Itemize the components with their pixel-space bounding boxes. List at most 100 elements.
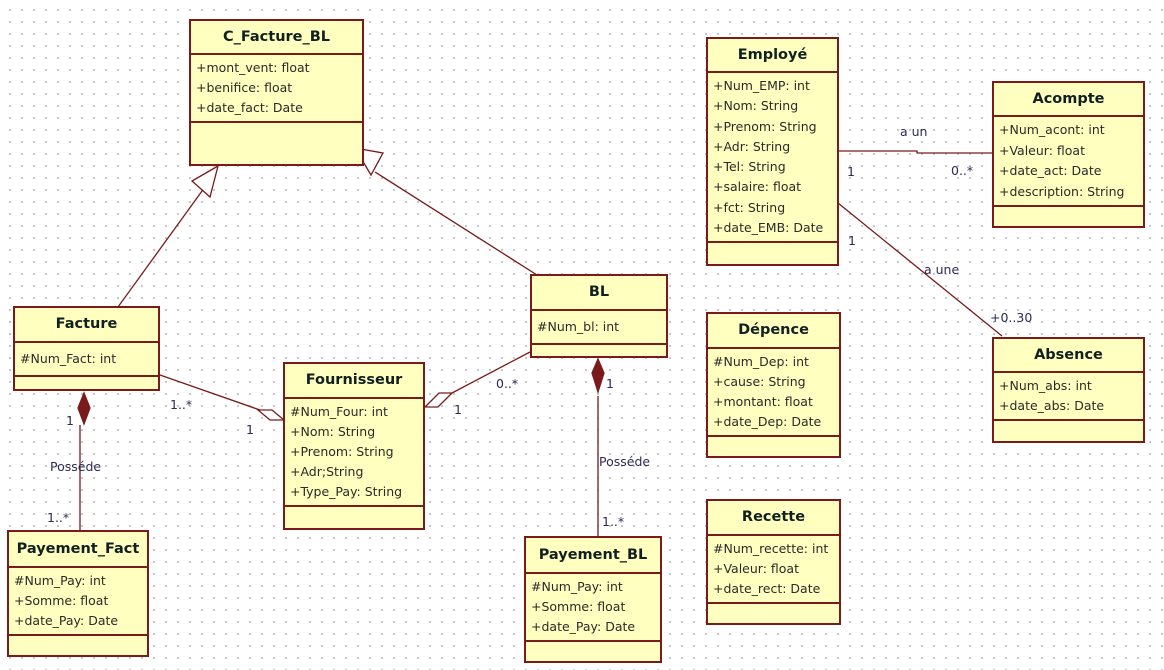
class-attributes: +Num_acont: int +Valeur: float +date_act… <box>994 117 1143 207</box>
attribute: +fct: String <box>713 199 786 215</box>
class-name: Employé <box>708 39 837 73</box>
class-attributes: +Num_abs: int +date_abs: Date <box>994 373 1143 421</box>
class-operations <box>9 636 147 652</box>
class-recette[interactable]: Recette #Num_recette: int +Valeur: float… <box>706 499 841 625</box>
attribute: #Num_Fact: int <box>20 351 117 366</box>
class-attributes: +Num_EMP: int +Nom: String +Prenom: Stri… <box>708 73 837 244</box>
attribute: +description: String <box>999 183 1125 199</box>
class-name: BL <box>532 276 666 311</box>
class-fournisseur[interactable]: Fournisseur #Num_Four: int +Nom: String … <box>283 362 425 530</box>
association-label-a-un: a un <box>900 124 928 139</box>
composition-label-bl: Posséde <box>599 454 651 469</box>
attribute: #Num_bl: int <box>537 319 620 334</box>
class-operations <box>994 421 1143 437</box>
class-employe[interactable]: Employé +Num_EMP: int +Nom: String +Pren… <box>706 37 839 266</box>
multiplicity-bl-fournisseur-to: 1 <box>454 402 462 417</box>
attribute: +Somme: float <box>531 599 626 614</box>
aggregation-diamond-fournisseur-right <box>423 392 454 408</box>
attribute: #Num_Pay: int <box>14 573 106 588</box>
class-absence[interactable]: Absence +Num_abs: int +date_abs: Date <box>992 337 1145 443</box>
class-attributes: #Num_bl: int <box>532 311 666 345</box>
class-operations <box>708 604 839 620</box>
class-operations <box>708 437 839 453</box>
attribute: +date_EMB: Date <box>713 220 824 236</box>
attribute: +Somme: float <box>14 593 109 608</box>
association-line-employe-absence[interactable] <box>837 202 1003 337</box>
composition-label-facture: Posséde <box>50 459 102 474</box>
class-operations <box>285 507 423 523</box>
attribute: +date_Pay: Date <box>14 613 119 628</box>
class-payement-fact[interactable]: Payement_Fact #Num_Pay: int +Somme: floa… <box>7 530 149 657</box>
generalization-line-bl[interactable] <box>374 171 538 276</box>
attribute: #Num_Dep: int <box>713 354 809 369</box>
class-name: C_Facture_BL <box>191 21 362 55</box>
class-name: Absence <box>994 339 1143 373</box>
class-acompte[interactable]: Acompte +Num_acont: int +Valeur: float +… <box>992 81 1145 228</box>
attribute: +Prenom: String <box>290 444 394 459</box>
multiplicity-employe-absence-from: 1 <box>848 233 856 248</box>
multiplicity-bl-fournisseur-from: 0..* <box>496 376 519 391</box>
class-attributes: #Num_Pay: int +Somme: float +date_Pay: D… <box>9 568 147 636</box>
class-operations <box>15 377 158 393</box>
aggregation-line-facture-fournisseur[interactable] <box>159 374 261 411</box>
attribute: #Num_Pay: int <box>531 579 623 594</box>
multiplicity-bl-payement-from: 1 <box>606 376 614 391</box>
multiplicity-employe-absence-to: +0..30 <box>990 310 1033 325</box>
association-line-employe-acompte[interactable] <box>838 150 993 154</box>
class-name: Acompte <box>994 83 1143 117</box>
multiplicity-employe-acompte-to: 0..* <box>951 163 974 178</box>
attribute: +date_rect: Date <box>713 581 821 596</box>
class-attributes: #Num_Four: int +Nom: String +Prenom: Str… <box>285 399 423 507</box>
generalization-line-facture[interactable] <box>117 179 211 308</box>
multiplicity-facture-fournisseur-to: 1 <box>246 422 254 437</box>
multiplicity-facture-payement-to: 1..* <box>47 510 70 525</box>
class-attributes: #Num_Dep: int +cause: String +montant: f… <box>708 349 839 437</box>
generalization-arrow-facture <box>190 164 220 199</box>
attribute: +date_Dep: Date <box>713 414 822 429</box>
multiplicity-facture-payement-from: 1 <box>66 413 74 428</box>
aggregation-line-bl-fournisseur[interactable] <box>451 351 531 394</box>
multiplicity-employe-acompte-from: 1 <box>847 164 855 179</box>
attribute: +date_Pay: Date <box>531 619 636 634</box>
attribute: +Valeur: float <box>999 142 1085 158</box>
class-c-facture-bl[interactable]: C_Facture_BL +mont_vent: float +benifice… <box>189 19 364 166</box>
attribute: +date_act: Date <box>999 163 1102 178</box>
multiplicity-bl-payement-to: 1..* <box>602 514 625 529</box>
class-attributes: #Num_Pay: int +Somme: float +date_Pay: D… <box>526 574 660 642</box>
attribute: +Prenom: String <box>713 118 817 134</box>
attribute: +Adr;String <box>290 464 364 479</box>
class-payement-bl[interactable]: Payement_BL #Num_Pay: int +Somme: float … <box>524 536 662 663</box>
class-facture[interactable]: Facture #Num_Fact: int <box>13 306 160 391</box>
attribute: #Num_recette: int <box>713 541 829 556</box>
attribute: +Num_abs: int <box>999 378 1092 393</box>
class-name: Facture <box>15 308 158 343</box>
attribute: #Num_Four: int <box>290 404 388 419</box>
composition-diamond-facture <box>77 391 91 426</box>
attribute: +Num_acont: int <box>999 122 1105 137</box>
class-bl[interactable]: BL #Num_bl: int <box>530 274 668 358</box>
attribute: +date_abs: Date <box>999 398 1105 413</box>
attribute: +Adr: String <box>713 138 791 154</box>
class-attributes: +mont_vent: float +benifice: float +date… <box>191 55 362 123</box>
attribute: +benifice: float <box>196 80 293 95</box>
attribute: +Num_EMP: int <box>713 78 810 93</box>
attribute: +mont_vent: float <box>196 60 310 75</box>
multiplicity-facture-fournisseur-from: 1..* <box>170 397 193 412</box>
attribute: +Type_Pay: String <box>290 484 403 499</box>
class-name: Payement_Fact <box>9 532 147 568</box>
class-operations <box>526 642 660 658</box>
class-depence[interactable]: Dépence #Num_Dep: int +cause: String +mo… <box>706 312 841 458</box>
class-name: Payement_BL <box>526 538 660 574</box>
class-attributes: #Num_recette: int +Valeur: float +date_r… <box>708 536 839 604</box>
class-operations <box>708 243 837 259</box>
attribute: +cause: String <box>713 374 806 389</box>
attribute: +salaire: float <box>713 179 802 195</box>
class-name: Dépence <box>708 314 839 349</box>
attribute: +Nom: String <box>713 98 799 114</box>
attribute: +Nom: String <box>290 424 376 439</box>
association-label-a-une: a une <box>924 262 960 277</box>
class-name: Fournisseur <box>285 364 423 399</box>
attribute: +date_fact: Date <box>196 100 303 115</box>
attribute: +montant: float <box>713 394 813 409</box>
attribute: +Valeur: float <box>713 561 799 576</box>
